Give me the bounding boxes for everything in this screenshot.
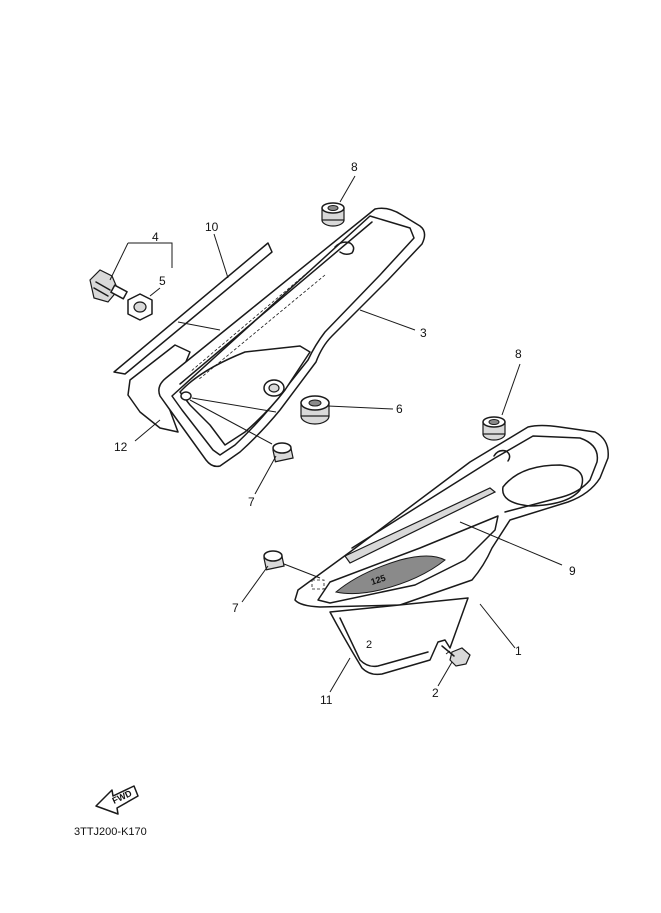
part-4-bolt-assembly bbox=[89, 269, 128, 303]
part-1-right-side-cover: 125 2 bbox=[294, 424, 609, 676]
callout-11: 11 bbox=[320, 693, 333, 707]
callout-8-right: 8 bbox=[515, 347, 522, 361]
callout-7-upper: 7 bbox=[248, 495, 255, 509]
callout-12: 12 bbox=[114, 440, 128, 454]
callout-5: 5 bbox=[159, 274, 166, 288]
callout-10: 10 bbox=[205, 220, 219, 234]
diagram-code: 3TTJ200-K170 bbox=[74, 826, 147, 838]
part-10-stripe bbox=[113, 242, 273, 375]
callout-2: 2 bbox=[432, 686, 439, 700]
callout-1: 1 bbox=[515, 644, 522, 658]
part-7-collar-upper bbox=[272, 442, 294, 463]
part-5-nut bbox=[127, 293, 153, 321]
callout-6: 6 bbox=[396, 402, 403, 416]
part-7-collar-lower bbox=[263, 550, 285, 571]
callout-3: 3 bbox=[420, 326, 427, 340]
part-3-left-side-cover bbox=[158, 207, 426, 468]
callout-8-top: 8 bbox=[351, 160, 358, 174]
callout-7-lower: 7 bbox=[232, 601, 239, 615]
callout-labels: 8 8 10 4 5 3 6 7 7 12 9 1 11 2 bbox=[114, 160, 576, 707]
part-8-grommet-right bbox=[482, 416, 506, 441]
callout-4: 4 bbox=[152, 230, 159, 244]
emblem-text: 125 bbox=[370, 573, 387, 587]
part-6-grommet bbox=[300, 395, 330, 425]
part-8-grommet-top bbox=[321, 202, 345, 227]
leader-lines bbox=[109, 175, 563, 693]
fwd-arrow-icon: FWD bbox=[95, 785, 139, 815]
part-11-mark: 2 bbox=[366, 639, 372, 651]
callout-9: 9 bbox=[569, 564, 576, 578]
part-2-screw bbox=[441, 645, 471, 667]
